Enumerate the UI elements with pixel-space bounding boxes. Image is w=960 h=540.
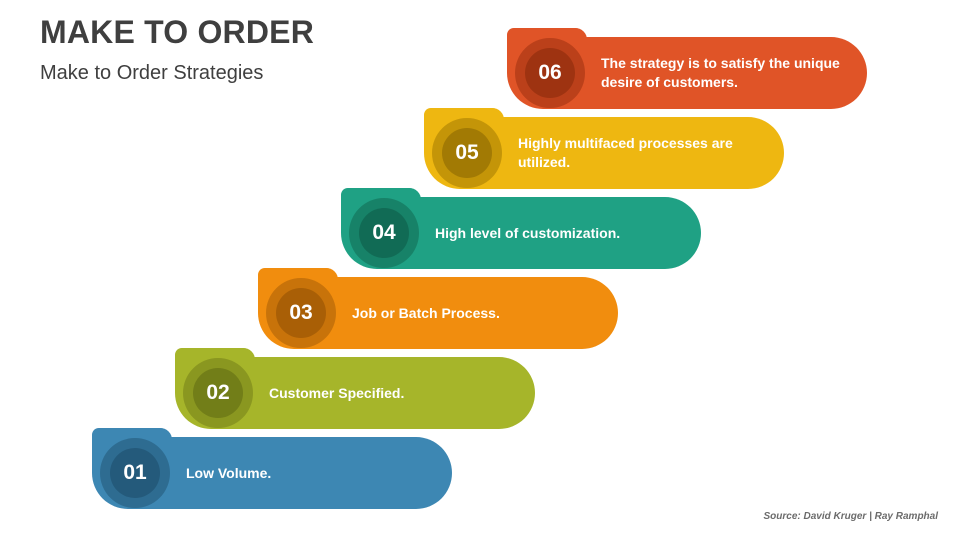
step-text: The strategy is to satisfy the unique de… bbox=[601, 55, 840, 90]
step-02: 02 Customer Specified. bbox=[175, 348, 535, 429]
source-citation: Source: David Kruger | Ray Ramphal bbox=[763, 511, 938, 522]
step-number-circle: 02 bbox=[183, 358, 253, 428]
step-03: 03 Job or Batch Process. bbox=[258, 268, 618, 349]
step-text: Job or Batch Process. bbox=[352, 304, 500, 321]
page-subtitle: Make to Order Strategies bbox=[40, 62, 264, 84]
step-number-circle: 01 bbox=[100, 438, 170, 508]
step-06: 06 The strategy is to satisfy the unique… bbox=[507, 28, 867, 109]
step-number-circle: 03 bbox=[266, 278, 336, 348]
step-text: Highly multifaced processes are utilized… bbox=[518, 135, 733, 170]
step-text: Low Volume. bbox=[186, 464, 272, 481]
step-text: Customer Specified. bbox=[269, 384, 405, 401]
step-text: High level of customization. bbox=[435, 224, 621, 241]
step-number-circle: 04 bbox=[349, 198, 419, 268]
step-number-circle: 05 bbox=[432, 118, 502, 188]
step-05: 05 Highly multifaced processes are utili… bbox=[424, 108, 784, 189]
page-title: MAKE TO ORDER bbox=[40, 14, 315, 50]
step-number: 02 bbox=[193, 368, 243, 418]
step-number: 06 bbox=[525, 48, 575, 98]
step-number: 01 bbox=[110, 448, 160, 498]
step-04: 04 High level of customization. bbox=[341, 188, 701, 269]
step-number: 04 bbox=[359, 208, 409, 258]
step-01: 01 Low Volume. bbox=[92, 428, 452, 509]
step-number: 03 bbox=[276, 288, 326, 338]
step-number-circle: 06 bbox=[515, 38, 585, 108]
step-number: 05 bbox=[442, 128, 492, 178]
